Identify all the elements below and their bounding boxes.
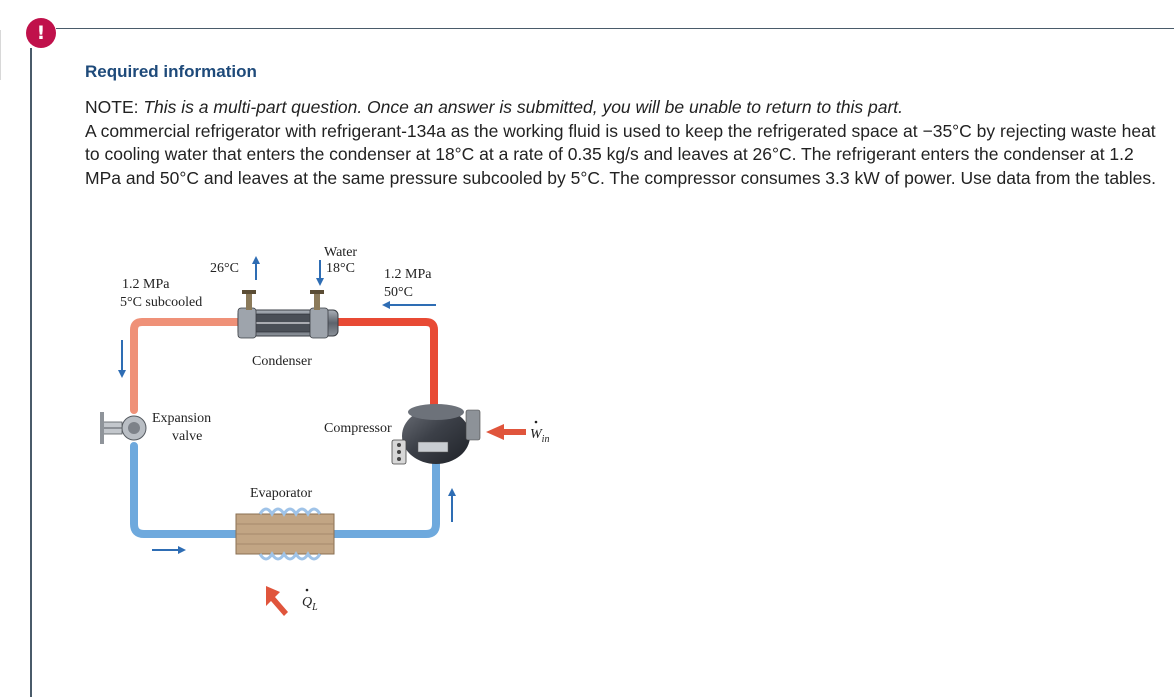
compressor — [391, 404, 481, 465]
outlet-state: 5°C subcooled — [120, 295, 202, 310]
outlet-pressure: 1.2 MPa — [122, 277, 170, 292]
expansion-valve — [100, 412, 147, 444]
compressor-label: Compressor — [324, 421, 392, 436]
discharge-line-pipe — [332, 318, 438, 408]
left-edge-divider — [0, 30, 1, 80]
evaporator-label: Evaporator — [250, 486, 313, 501]
work-in-arrow — [486, 424, 526, 440]
pipe-loop — [130, 318, 440, 538]
heat-symbol: Q — [302, 595, 312, 610]
water-in-temp: 18°C — [326, 261, 355, 276]
evaporator — [235, 507, 335, 561]
water-out-temp: 26°C — [210, 261, 239, 276]
note-label: NOTE: — [85, 97, 139, 117]
note-text: This is a multi-part question. Once an a… — [143, 97, 904, 117]
heat-subscript: L — [311, 602, 318, 613]
heat-in-arrow — [266, 586, 288, 616]
question-text: NOTE: This is a multi-part question. Onc… — [85, 96, 1160, 190]
work-label: Win — [530, 427, 549, 445]
section-heading: Required information — [85, 62, 257, 81]
evaporator-inlet-pipe — [130, 442, 240, 538]
water-label: Water — [324, 245, 357, 260]
condenser-label: Condenser — [252, 354, 312, 369]
expansion-label-line2: valve — [172, 429, 202, 444]
problem-statement: A commercial refrigerator with refrigera… — [85, 120, 1157, 188]
suction-line-pipe — [328, 458, 440, 538]
top-divider — [56, 28, 1174, 29]
exclamation-icon: ! — [26, 18, 56, 48]
refrigeration-cycle-diagram: Water 18°C 26°C 1.2 MPa 50°C 1.2 MPa 5°C… — [100, 245, 549, 616]
condenser — [237, 290, 339, 339]
inlet-temp: 50°C — [384, 285, 413, 300]
heat-label: QL — [302, 595, 318, 613]
work-dot-mark — [534, 420, 538, 424]
heat-dot-mark — [305, 588, 309, 592]
work-symbol: W — [530, 427, 543, 442]
work-subscript: in — [542, 434, 550, 445]
left-divider — [30, 48, 32, 697]
expansion-label-line1: Expansion — [152, 411, 211, 426]
liquid-line-pipe — [130, 318, 244, 414]
inlet-pressure: 1.2 MPa — [384, 267, 432, 282]
flow-arrows — [118, 256, 526, 616]
